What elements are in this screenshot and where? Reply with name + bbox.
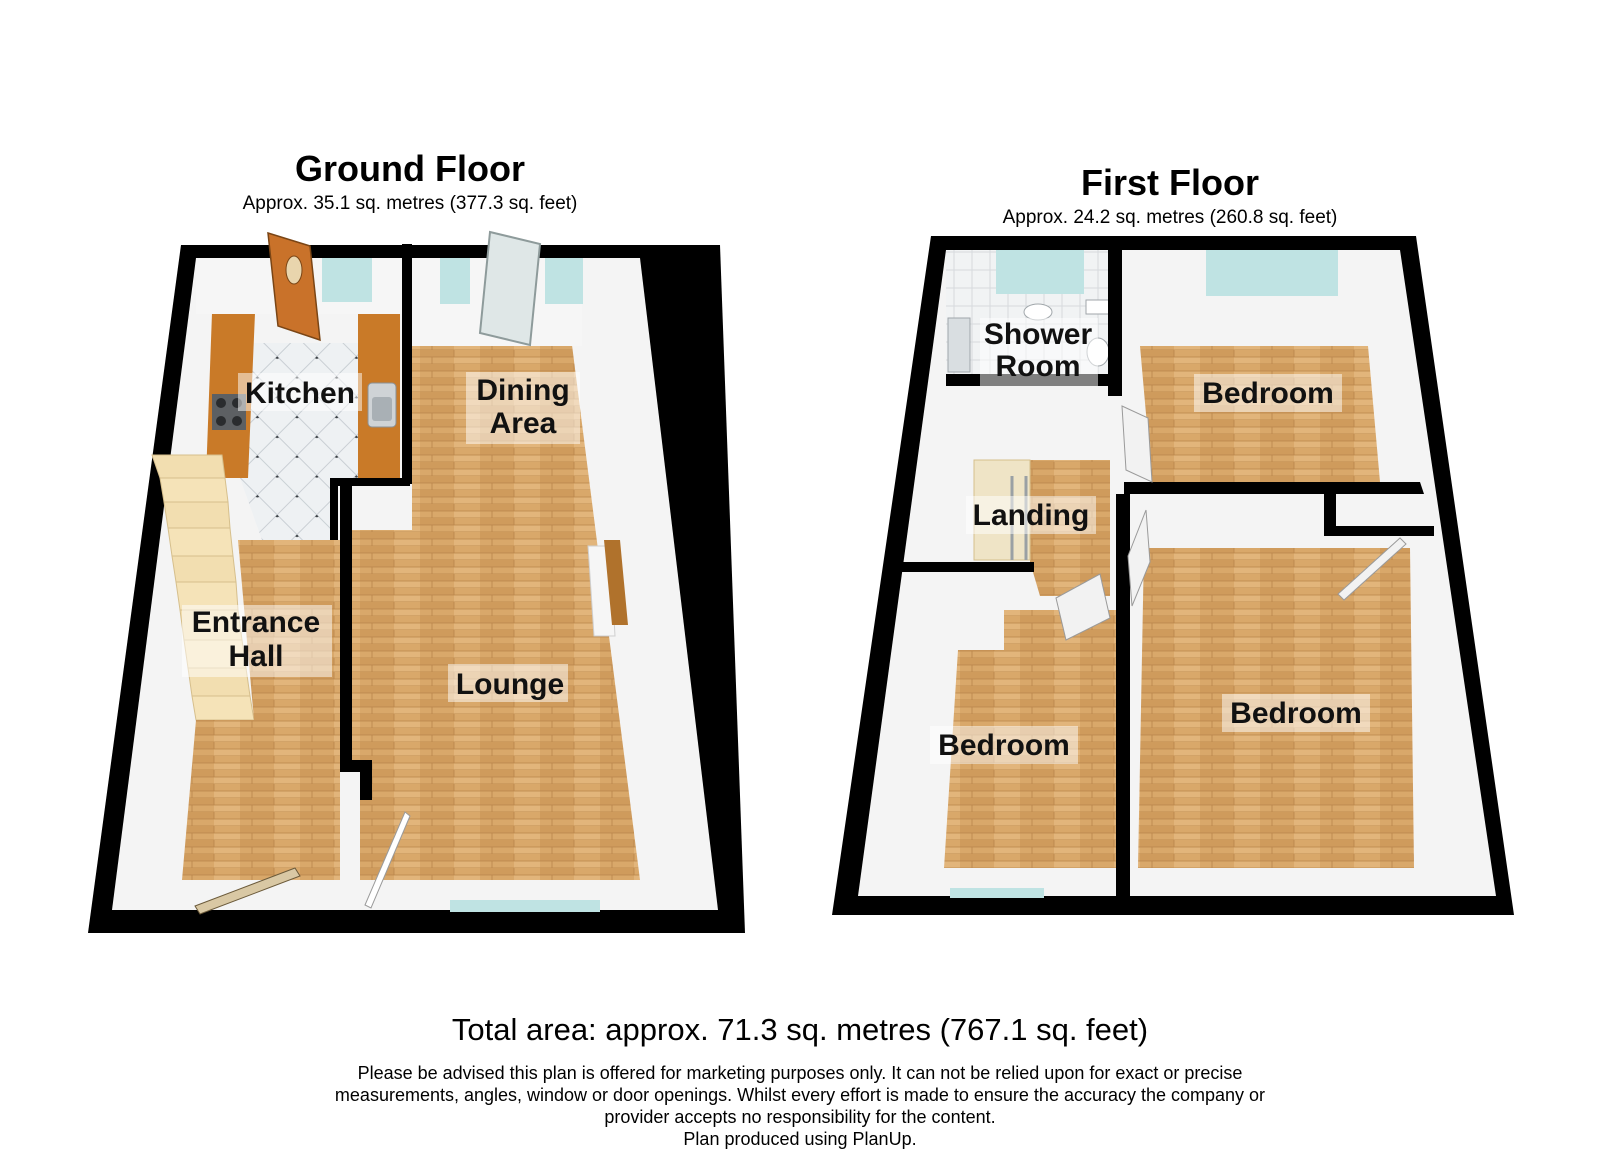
landing-door-front-right-bedroom	[1127, 509, 1151, 607]
shower-room-label-line1: Shower	[984, 318, 1093, 351]
disclaimer-line-4: Plan produced using PlanUp.	[683, 1129, 917, 1149]
patio-door	[478, 230, 542, 347]
entrance-hall-label-line1: Entrance	[192, 606, 320, 639]
total-area: Total area: approx. 71.3 sq. metres (767…	[451, 1012, 1149, 1047]
disclaimer-line-1: Please be advised this plan is offered f…	[357, 1063, 1243, 1083]
lounge-front-window	[450, 900, 600, 912]
lounge-dining-floor	[350, 345, 640, 880]
front-door	[194, 867, 301, 915]
rear-bedroom-floor	[1140, 346, 1380, 482]
lounge-label: Lounge	[456, 668, 564, 701]
front-left-bedroom-label: Bedroom	[938, 729, 1070, 762]
landing-door-rear-bedroom	[1121, 405, 1153, 483]
dining-area-label-line1: Dining	[476, 374, 569, 407]
ground-floor-area: Approx. 35.1 sq. metres (377.3 sq. feet)	[242, 193, 578, 214]
kitchen-back-door	[267, 231, 321, 342]
first-floor-area: Approx. 24.2 sq. metres (260.8 sq. feet)	[1002, 207, 1338, 228]
disclaimer: Please be advised this plan is offered f…	[270, 1062, 1330, 1150]
first-floor-title: First Floor	[1081, 162, 1259, 203]
shower-room-window	[996, 250, 1084, 294]
toilet-cistern	[1085, 299, 1111, 315]
shower-enclosure	[947, 317, 971, 373]
disclaimer-line-3: provider accepts no responsibility for t…	[604, 1107, 996, 1127]
landing-door-front-left-bedroom	[1055, 573, 1111, 641]
ground-floor-title: Ground Floor	[295, 148, 525, 189]
cupboard-door	[1337, 537, 1407, 601]
rear-bedroom-label: Bedroom	[1202, 377, 1334, 410]
dining-area-label-line2: Area	[490, 407, 557, 440]
disclaimer-line-2: measurements, angles, window or door ope…	[334, 1085, 1266, 1105]
entrance-hall-label-line2: Hall	[228, 640, 283, 673]
rear-bedroom-window	[1206, 250, 1338, 296]
first-floor-plan: Shower Room Bedroom Landing Bedroom Bedr…	[832, 236, 1514, 915]
ground-floor-plan: Kitchen Dining Area Entrance Hall Lounge	[88, 230, 745, 933]
lounge-door	[364, 811, 411, 909]
fireplace-mantel	[604, 540, 628, 625]
dining-window-right	[545, 258, 583, 304]
front-left-bedroom-window	[950, 888, 1044, 898]
kitchen-window	[322, 258, 372, 302]
shower-room-label-line2: Room	[996, 350, 1081, 383]
landing-label: Landing	[973, 499, 1090, 532]
kitchen-label: Kitchen	[245, 377, 355, 410]
front-right-bedroom-label: Bedroom	[1230, 697, 1362, 730]
dining-window-left	[440, 258, 470, 304]
